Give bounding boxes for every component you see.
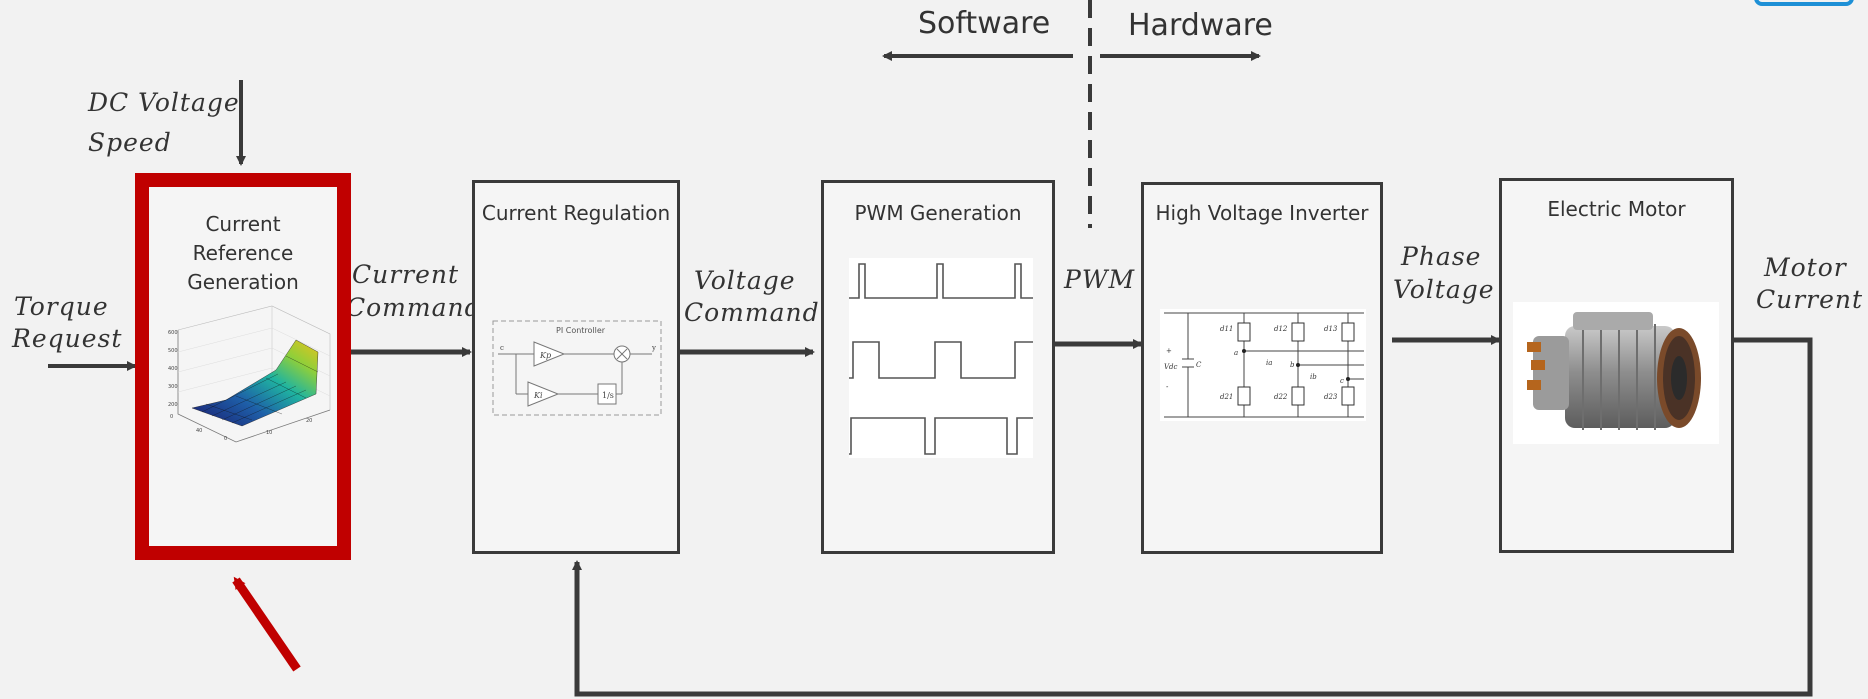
svg-text:c: c [500,344,504,352]
current-command-label-1: Current [352,260,460,289]
motor-current-label-1: Motor [1764,253,1847,282]
svg-text:200: 200 [168,402,178,408]
svg-text:400: 400 [168,366,178,372]
voltage-command-label-2: Command [684,298,820,327]
pwm-waveforms [849,258,1033,458]
corner-badge [1754,0,1854,6]
pi-controller-label: PI Controller [556,326,606,335]
motor-current-label-2: Current [1756,285,1864,314]
current-reference-title-3: Generation [187,270,299,294]
software-label: Software [918,6,1051,41]
svg-text:0: 0 [224,436,227,442]
svg-text:20: 20 [306,418,312,424]
svg-text:300: 300 [168,384,178,390]
voltage-command-label-1: Voltage [694,266,796,295]
svg-text:0: 0 [170,414,173,420]
svg-text:C: C [1196,361,1202,369]
electric-motor-title: Electric Motor [1547,197,1686,221]
motor-image [1513,302,1719,444]
phase-voltage-label-2: Voltage [1393,275,1495,304]
dc-voltage-label: DC Voltage [88,88,240,117]
svg-text:a: a [1234,349,1238,357]
svg-text:Vdc: Vdc [1164,363,1178,371]
current-regulation-title: Current Regulation [481,201,671,225]
highlight-arrow [232,576,301,672]
pwm-label: PWM [1064,265,1136,294]
electric-motor-block: Electric Motor [1499,178,1734,553]
svg-text:10: 10 [266,430,272,436]
svg-text:d22: d22 [1274,393,1288,401]
current-reference-title-1: Current [205,212,281,236]
current-command-label-2: Command [346,293,482,322]
svg-text:ib: ib [1310,373,1317,381]
svg-text:1/s: 1/s [602,391,614,400]
svg-text:d11: d11 [1220,325,1233,333]
svg-text:c: c [1340,377,1344,385]
inverter-title: High Voltage Inverter [1155,201,1369,225]
inverter-schematic: d11 d12 d13 d21 d22 d23 a b c ia ib + Vdc - C [1160,309,1366,421]
hardware-label: Hardware [1128,8,1273,43]
svg-text:+: + [1166,347,1172,355]
pi-controller-diagram: PI Controller Kp c y Ki 1/s [492,320,662,416]
pwm-generation-title: PWM Generation [854,201,1022,225]
svg-text:y: y [651,344,656,352]
current-reference-title-2: Reference [192,241,294,265]
svg-text:-: - [1166,383,1169,391]
speed-label: Speed [88,128,172,157]
svg-text:Ki: Ki [533,391,543,400]
pwm-generation-block: PWM Generation [821,180,1055,554]
svg-text:40: 40 [196,428,202,434]
request-label: Request [12,324,123,353]
svg-text:Kp: Kp [539,351,551,360]
svg-text:500: 500 [168,348,178,354]
svg-text:d13: d13 [1324,325,1338,333]
high-voltage-inverter-block: High Voltage Inverter d11 d12 d13 d21 d22 d2… [1141,182,1383,554]
svg-text:d21: d21 [1220,393,1233,401]
feedback-loop [572,337,1813,697]
svg-text:b: b [1290,361,1295,369]
current-regulation-block: Current Regulation PI Controller Kp c y … [472,180,680,554]
phase-voltage-label-1: Phase [1401,242,1482,271]
current-reference-generation-block: Current Reference Generation 600 500 [135,173,351,560]
svg-text:d12: d12 [1274,325,1288,333]
svg-text:d23: d23 [1324,393,1338,401]
svg-text:600: 600 [168,330,178,336]
svg-text:ia: ia [1266,359,1272,367]
torque-label: Torque [14,292,109,321]
